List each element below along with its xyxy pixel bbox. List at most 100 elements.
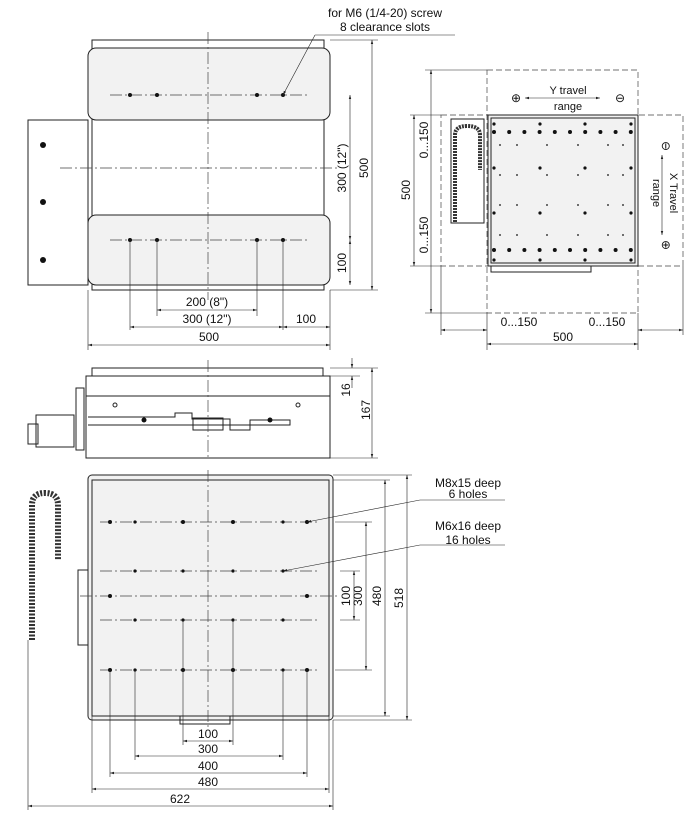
mounting-hole	[568, 130, 572, 134]
small-hole	[516, 144, 518, 146]
m6-hole	[281, 618, 285, 622]
dim-300-v: 300	[351, 586, 365, 606]
dim-200-8in: 200 (8")	[186, 295, 228, 309]
m6-hole	[181, 569, 185, 573]
y-travel-label: Y travel	[549, 85, 586, 97]
side-view: 16 167	[27, 358, 378, 460]
minus-symbol: ⊖	[615, 91, 625, 105]
mounting-hole	[537, 130, 542, 134]
mounting-hole	[568, 248, 572, 252]
dim-518-v: 518	[392, 588, 406, 608]
m6-hole	[133, 520, 137, 524]
mounting-hole	[538, 211, 542, 215]
dim-0-150-a: 0...150	[417, 121, 431, 158]
mounting-hole	[613, 130, 618, 134]
small-hole	[546, 204, 548, 206]
dim-500-v: 500	[399, 180, 413, 200]
minus-symbol-x: ⊖	[659, 141, 673, 151]
small-hole	[546, 174, 548, 176]
dim-300-h: 300	[198, 742, 218, 756]
m6-hole	[133, 618, 137, 622]
dim-0-150-b: 0...150	[417, 216, 431, 253]
mounting-hole	[629, 211, 633, 215]
small-hole	[516, 234, 518, 236]
m8-hole	[108, 520, 112, 524]
small-hole	[499, 174, 501, 176]
small-hole	[577, 234, 579, 236]
dim-480-h: 480	[198, 775, 218, 789]
slot-note-line1: for M6 (1/4-20) screw	[328, 6, 442, 20]
mounting-hole	[629, 258, 633, 262]
dim-500-h: 500	[199, 330, 219, 344]
mounting-hole	[628, 130, 633, 134]
small-hole	[516, 174, 518, 176]
top-view: for M6 (1/4-20) screw 8 clearance slots …	[27, 6, 455, 350]
mounting-hole	[492, 211, 496, 215]
mounting-hole	[492, 130, 496, 134]
m6-holes-count: 16 holes	[445, 533, 490, 547]
dim-300-12in-v: 300 (12")	[335, 144, 349, 193]
small-hole	[499, 234, 501, 236]
mounting-hole	[613, 248, 618, 252]
dim-167: 167	[359, 400, 373, 420]
m8-hole	[305, 594, 309, 598]
mounting-hole	[492, 248, 496, 252]
stage-table	[487, 114, 639, 267]
dim-100-h: 100	[296, 312, 316, 326]
slot-note-line2: 8 clearance slots	[340, 20, 430, 34]
mounting-hole	[583, 211, 587, 215]
side-bracket	[27, 119, 89, 286]
m8-hole	[231, 520, 235, 524]
small-hole	[622, 174, 624, 176]
cable-chain	[453, 123, 482, 222]
plus-symbol: ⊕	[511, 91, 521, 105]
x-travel-label: X Travel	[667, 173, 679, 213]
small-hole	[607, 144, 609, 146]
small-hole	[577, 174, 579, 176]
mounting-hole	[492, 166, 496, 170]
mounting-hole	[583, 248, 588, 252]
mounting-hole	[552, 248, 557, 252]
dim-480-v: 480	[370, 586, 384, 606]
small-hole	[546, 234, 548, 236]
base-plate	[87, 474, 334, 721]
small-hole	[577, 144, 579, 146]
small-hole	[516, 204, 518, 206]
small-hole	[499, 144, 501, 146]
bottom-view: M8x15 deep 6 holes M6x16 deep 16 holes 1…	[27, 470, 505, 810]
bottom-carriage-plate	[87, 214, 331, 286]
mounting-hole	[492, 258, 496, 262]
dim-16: 16	[339, 383, 353, 397]
dim-500-v: 500	[357, 158, 371, 178]
dim-500-h: 500	[553, 330, 573, 344]
x-range-label: range	[650, 179, 662, 207]
dim-100-v: 100	[335, 253, 349, 273]
m6-hole	[133, 569, 137, 573]
m8-hole	[181, 520, 185, 524]
mounting-hole	[629, 122, 633, 126]
mounting-hole	[598, 130, 603, 134]
mounting-hole	[552, 130, 557, 134]
travel-view: ⊕ ⊖ Y travel range ⊖ ⊕ X Travel range 0.…	[399, 69, 684, 350]
m6-hole	[231, 569, 235, 573]
dim-400-h: 400	[198, 759, 218, 773]
mounting-hole	[522, 248, 527, 252]
mounting-hole	[507, 130, 512, 134]
small-hole	[607, 204, 609, 206]
dim-300-12in-h: 300 (12")	[183, 312, 232, 326]
mounting-hole	[507, 248, 512, 252]
dim-100-h: 100	[198, 727, 218, 741]
small-hole	[546, 144, 548, 146]
mounting-hole	[628, 248, 633, 252]
mounting-hole	[583, 130, 588, 134]
dim-0-150-c: 0...150	[501, 315, 538, 329]
mounting-hole	[538, 258, 542, 262]
m8-hole	[108, 594, 112, 598]
small-hole	[622, 234, 624, 236]
m8-holes-count: 6 holes	[449, 487, 488, 501]
mounting-hole	[629, 166, 633, 170]
y-range-label: range	[554, 101, 582, 113]
m6-hole	[281, 520, 285, 524]
mounting-hole	[583, 122, 587, 126]
